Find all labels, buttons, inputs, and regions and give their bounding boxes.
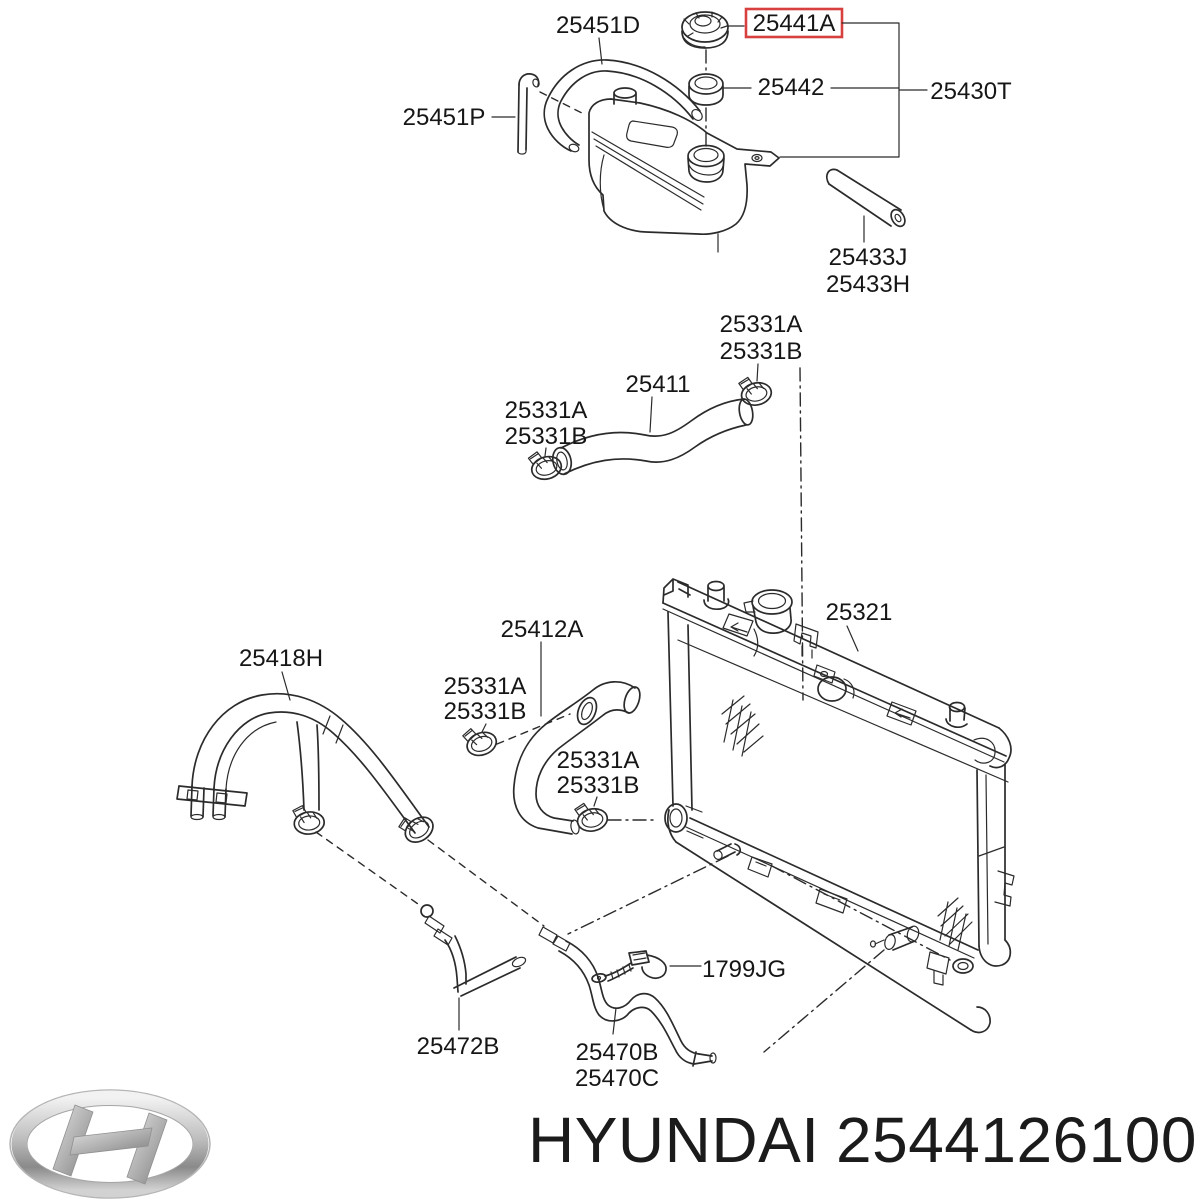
- callout-clamp-a[interactable]: 25331A: [720, 311, 803, 338]
- hose-clamp-drawing: [395, 805, 439, 849]
- part-number: 2544126100: [836, 1104, 1197, 1176]
- reservoir-tank-drawing: [588, 87, 780, 253]
- callout-vent-tube-j[interactable]: 25433J: [829, 244, 908, 271]
- callout-radiator-cap[interactable]: 25441A: [753, 10, 836, 37]
- strap-clamp-drawing: [591, 950, 667, 983]
- hose-clamp-drawing: [291, 802, 327, 837]
- callout-labels: 25451D 25441A 25442 25430T 25451P 25433J…: [239, 10, 1012, 1092]
- callout-reservoir-hose[interactable]: 25451D: [556, 12, 640, 39]
- callout-strap-clamp[interactable]: 1799JG: [702, 956, 786, 983]
- callout-clamp-a[interactable]: 25331A: [444, 673, 527, 700]
- radiator-drawing: [662, 578, 1015, 1034]
- callout-clamp-b[interactable]: 25331B: [557, 772, 640, 799]
- upper-hose-drawing: [551, 398, 754, 476]
- callout-clamp-b[interactable]: 25331B: [444, 698, 527, 725]
- callout-clamp-a[interactable]: 25331A: [505, 397, 588, 424]
- callout-upper-hose[interactable]: 25411: [626, 371, 691, 398]
- centerline-upper: [799, 367, 804, 701]
- callout-drain-hose[interactable]: 25472B: [417, 1033, 500, 1060]
- callout-leader-lines: [281, 22, 928, 1035]
- radiator-cap-drawing: [681, 11, 729, 147]
- hose-clamp-drawing: [460, 720, 501, 761]
- brand-name: HYUNDAI: [528, 1104, 820, 1176]
- callout-heater-hose-assy[interactable]: 25418H: [239, 645, 323, 672]
- overflow-hose-drawing: [517, 73, 583, 155]
- hose-clamp-drawing: [737, 372, 775, 409]
- callout-lower-hose[interactable]: 25412A: [501, 616, 584, 643]
- callout-overflow-hose[interactable]: 25451P: [403, 104, 486, 131]
- callout-overflow-tube-c[interactable]: 25470C: [575, 1065, 659, 1092]
- heater-hose-assembly-drawing: [176, 692, 545, 927]
- overflow-tube-drawing: [538, 855, 951, 1067]
- callout-clamp-b[interactable]: 25331B: [505, 423, 588, 450]
- vent-tube-drawing: [826, 168, 906, 228]
- callout-vent-tube-h[interactable]: 25433H: [826, 271, 910, 298]
- reservoir-hose-drawing: [543, 59, 703, 153]
- filler-ring-drawing: [688, 73, 724, 106]
- callout-reservoir-assy[interactable]: 25430T: [930, 78, 1012, 105]
- callout-clamp-b[interactable]: 25331B: [720, 338, 803, 365]
- callout-filler-ring[interactable]: 25442: [758, 74, 825, 101]
- callout-radiator[interactable]: 25321: [826, 599, 893, 626]
- callout-overflow-tube-b[interactable]: 25470B: [576, 1039, 659, 1066]
- drain-hose-drawing: [420, 904, 527, 997]
- hyundai-logo-icon: [9, 1089, 211, 1199]
- callout-clamp-a[interactable]: 25331A: [557, 747, 640, 774]
- lower-hose-drawing: [496, 681, 659, 835]
